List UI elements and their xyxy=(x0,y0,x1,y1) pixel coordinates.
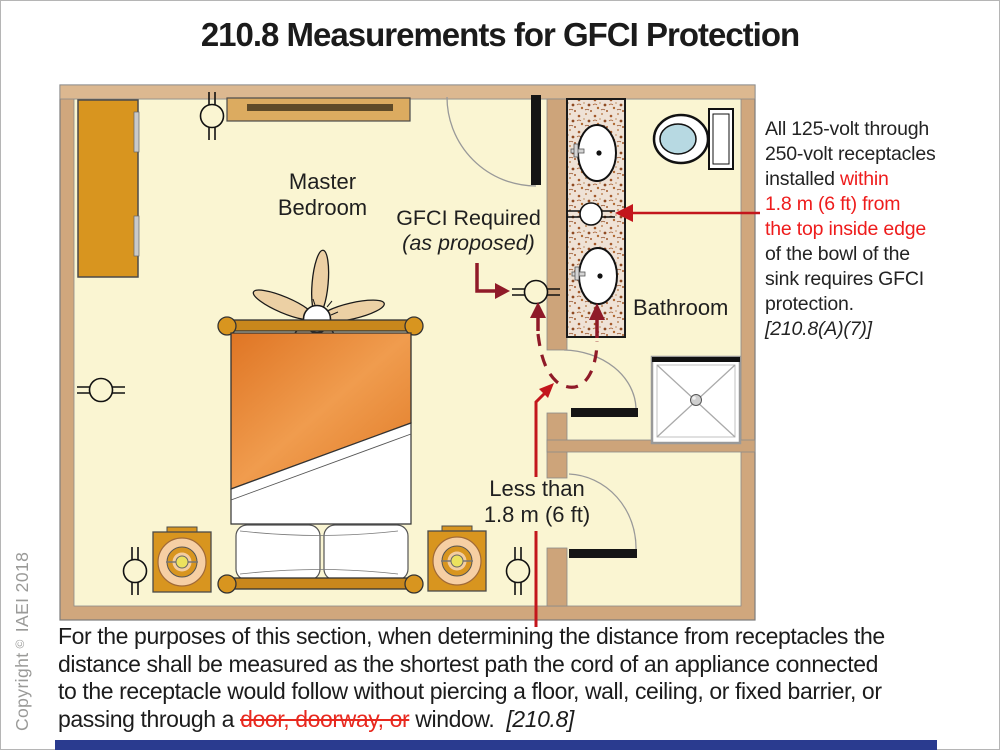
receptacle-symbol-bottom-right xyxy=(505,547,531,595)
gfci-required-line2: (as proposed) xyxy=(402,231,535,255)
toilet xyxy=(652,108,734,170)
counter-receptacle-symbol xyxy=(567,202,615,226)
vanity-counter xyxy=(566,98,626,338)
side-note-line: 250-volt receptacles xyxy=(765,143,936,165)
hall-door xyxy=(568,473,637,558)
footnote-reference: [210.8] xyxy=(506,705,574,732)
footnote-line: to the receptacle would follow without p… xyxy=(58,678,882,704)
bathroom-label: Bathroom xyxy=(633,295,729,320)
arrow-to-counter-receptacle xyxy=(615,204,760,222)
sheet xyxy=(230,422,412,525)
side-note-line: sink requires GFCI xyxy=(765,268,924,290)
gfci-receptacle-symbol xyxy=(512,279,560,305)
shower xyxy=(650,355,742,445)
side-note: All 125-volt through 250-volt receptacle… xyxy=(765,117,993,342)
bed xyxy=(217,316,424,594)
gfci-label-arrow xyxy=(475,263,510,299)
sink-upper xyxy=(570,124,617,182)
footnote: For the purposes of this section, when d… xyxy=(58,623,996,733)
receptacle-symbol-top-wall xyxy=(199,92,225,140)
copyright-icon: © xyxy=(13,639,27,649)
gfci-required-label: GFCI Required (as proposed) xyxy=(376,206,561,256)
nightstand-left xyxy=(152,526,212,593)
distance-line1: Less than xyxy=(489,476,585,501)
shower-drain xyxy=(690,394,702,406)
receptacle-symbol-bottom-left xyxy=(122,547,148,595)
side-note-line: installed within xyxy=(765,168,889,190)
gfci-required-line1: GFCI Required xyxy=(396,206,541,230)
distance-measure-line xyxy=(534,383,554,627)
footnote-line: distance shall be measured as the shorte… xyxy=(58,650,879,677)
footer-accent-bar xyxy=(55,740,937,750)
side-note-line: protection. xyxy=(765,293,854,315)
side-note-line: the top inside edge xyxy=(765,218,926,240)
bathroom-door xyxy=(563,349,638,417)
struck-text: door, doorway, or xyxy=(240,705,410,732)
side-note-line: 1.8 m (6 ft) from xyxy=(765,193,901,215)
footnote-line: passing through a door, doorway, or wind… xyxy=(58,705,574,732)
console-table-top xyxy=(226,97,411,122)
dresser-left xyxy=(77,99,140,278)
pillow-right xyxy=(323,524,409,581)
side-note-line: of the bowl of the xyxy=(765,243,910,265)
side-note-line: All 125-volt through xyxy=(765,118,930,140)
receptacle-symbol-left-wall xyxy=(77,377,125,403)
page-title: 210.8 Measurements for GFCI Protection xyxy=(200,16,800,53)
side-note-reference: [210.8(A)(7)] xyxy=(765,318,872,340)
arrow-up-at-lower-sink xyxy=(589,303,605,338)
copyright-text: Copyright©IAEI 2018 xyxy=(12,551,32,731)
bedroom-entry-door xyxy=(446,95,541,187)
arrow-up-at-gfci-receptacle xyxy=(530,302,546,331)
dashed-cord-path xyxy=(536,333,599,389)
pillow-left xyxy=(235,524,321,581)
nightstand-right xyxy=(427,525,487,592)
footnote-line: For the purposes of this section, when d… xyxy=(58,623,885,649)
distance-line2: 1.8 m (6 ft) xyxy=(483,502,591,527)
bedroom-label: Master Bedroom xyxy=(277,169,368,220)
distance-label: Less than 1.8 m (6 ft) xyxy=(453,476,621,528)
sink-lower xyxy=(571,247,618,305)
